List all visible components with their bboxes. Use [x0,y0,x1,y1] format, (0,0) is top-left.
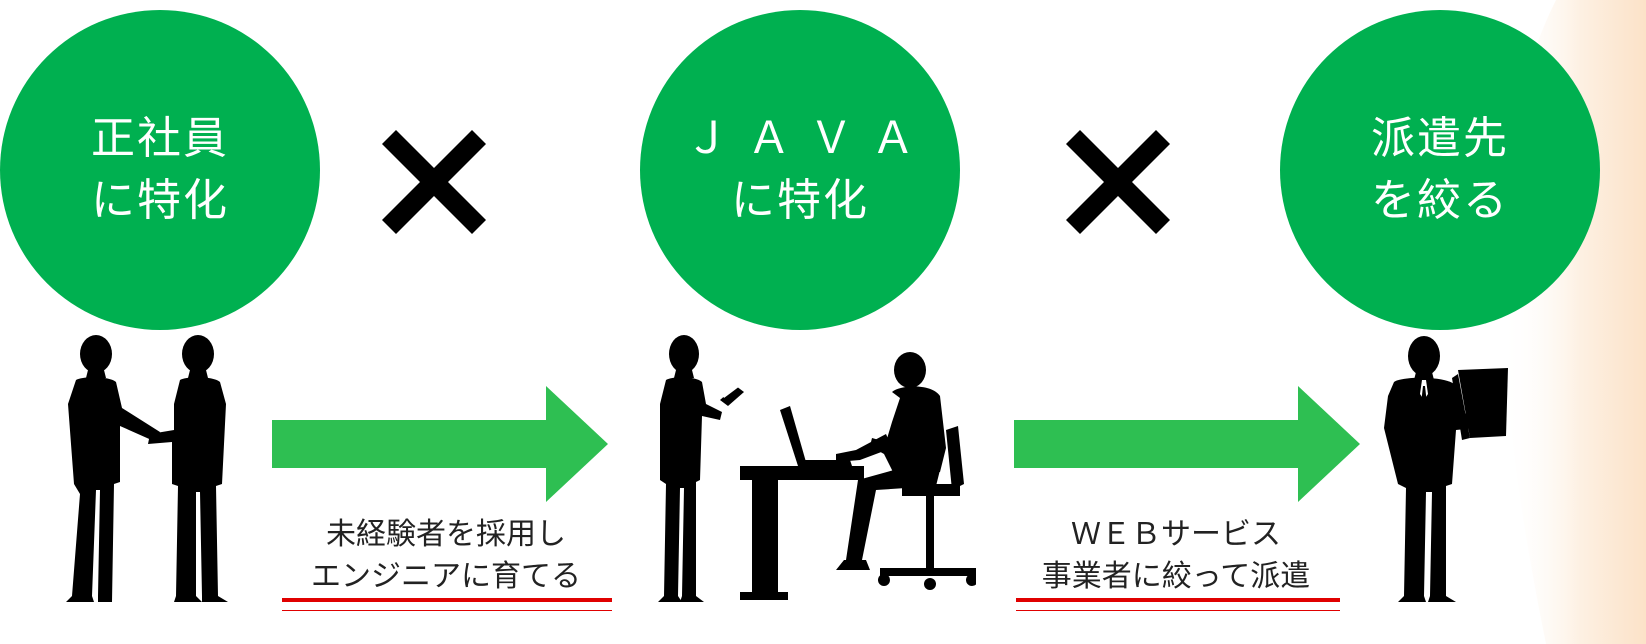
step-caption-hire-train-line2: エンジニアに育てる [311,556,581,601]
circle-dispatch: 派遣先 を絞る [1280,10,1600,330]
circle-java-line2: に特化 [731,175,869,226]
step-caption-web-dispatch-line1: ＷＥＢサービス [1071,517,1281,552]
circle-full-time-line2: に特化 [91,175,229,226]
circle-java-label: ＪＡＶＡ に特化 [685,108,915,232]
businessman-with-laptop-silhouette-icon [1384,336,1508,602]
red-underline [1016,598,1340,602]
thin-underline [1016,610,1340,611]
red-underline [282,598,612,602]
circle-dispatch-label: 派遣先 を絞る [1371,108,1509,232]
step-caption-web-dispatch-line2: 事業者に絞って派遣 [1041,556,1311,601]
engineer-at-desk-silhouette-icon [658,335,976,602]
handshake-businessmen-silhouette-icon [66,335,228,602]
step-caption-hire-train: 未経験者を採用し エンジニアに育てる [276,514,616,601]
circle-full-time-label: 正社員 に特化 [91,108,229,232]
arrow-right-icon [1014,386,1360,502]
circle-full-time-line1: 正社員 [91,113,229,164]
step-caption-hire-train-line1: 未経験者を採用し [326,517,566,552]
step-caption-web-dispatch: ＷＥＢサービス 事業者に絞って派遣 [1006,514,1346,601]
multiply-cross-icon [1066,130,1170,234]
circle-full-time: 正社員 に特化 [0,10,320,330]
circle-java: ＪＡＶＡ に特化 [640,10,960,330]
circle-java-line1: ＪＡＶＡ [685,113,933,164]
arrow-right-icon [272,386,608,502]
circle-dispatch-line2: を絞る [1371,175,1509,226]
multiply-cross-icon [382,130,486,234]
circle-dispatch-line1: 派遣先 [1371,113,1509,164]
thin-underline [282,610,612,611]
